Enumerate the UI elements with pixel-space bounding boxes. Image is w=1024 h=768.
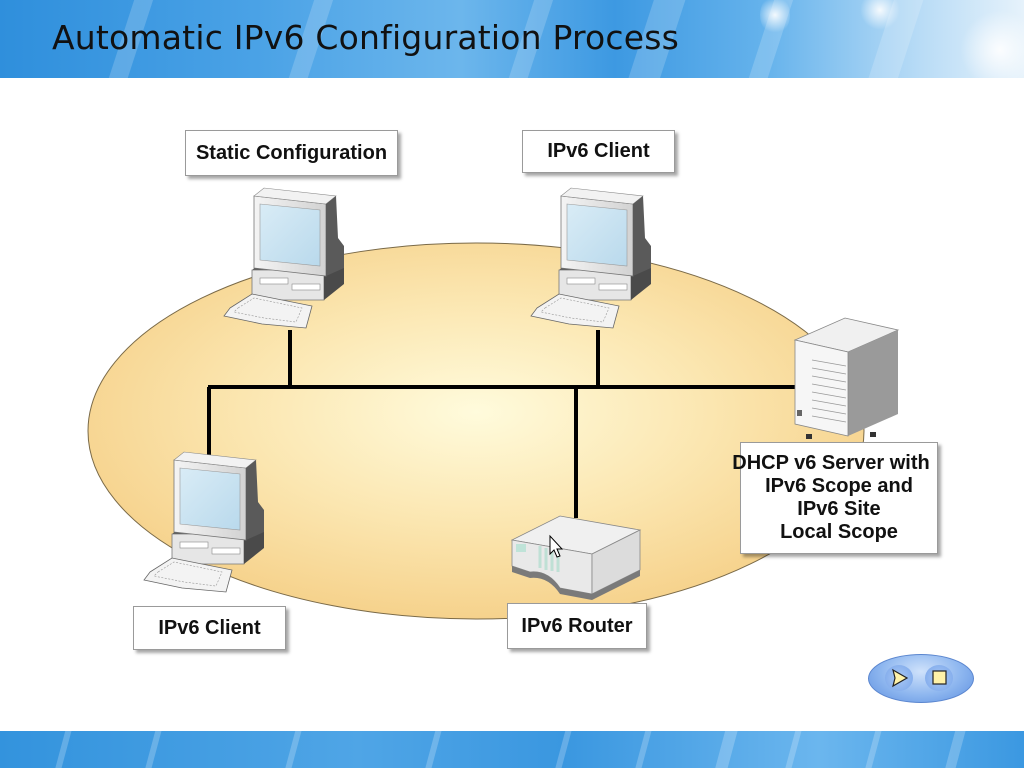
mouse-cursor-icon: [549, 534, 564, 558]
label-line: IPv6 Site: [797, 498, 881, 520]
label-static-configuration: Static Configuration: [185, 130, 398, 176]
label-text: Static Configuration: [195, 141, 388, 164]
label-line: Local Scope: [780, 521, 898, 543]
stop-icon: [932, 670, 947, 685]
label-ipv6-client-top: IPv6 Client: [522, 130, 675, 173]
label-dhcp-server: DHCP v6 Server with IPv6 Scope and IPv6 …: [732, 442, 938, 554]
network-links: [207, 330, 800, 518]
title-banner: Automatic IPv6 Configuration Process: [0, 0, 1024, 78]
label-line: DHCP v6 Server with: [732, 452, 930, 474]
slide-navigation-control: [868, 654, 974, 703]
play-icon: [892, 668, 909, 688]
network-segment-area: [87, 242, 865, 620]
label-text: IPv6 Client: [158, 616, 261, 639]
label-text: IPv6 Client: [547, 140, 650, 162]
stop-button[interactable]: [925, 665, 953, 691]
label-ipv6-router: IPv6 Router: [507, 603, 647, 649]
label-ipv6-client-bottom: IPv6 Client: [133, 606, 286, 650]
dhcp-server-icon: [793, 317, 900, 439]
label-text: IPv6 Router: [521, 614, 633, 637]
footer-banner: [0, 731, 1024, 768]
label-line: IPv6 Scope and: [765, 475, 913, 497]
ipv6-router-icon: [510, 515, 642, 600]
slide-title: Automatic IPv6 Configuration Process: [52, 18, 680, 57]
play-button[interactable]: [885, 665, 913, 691]
